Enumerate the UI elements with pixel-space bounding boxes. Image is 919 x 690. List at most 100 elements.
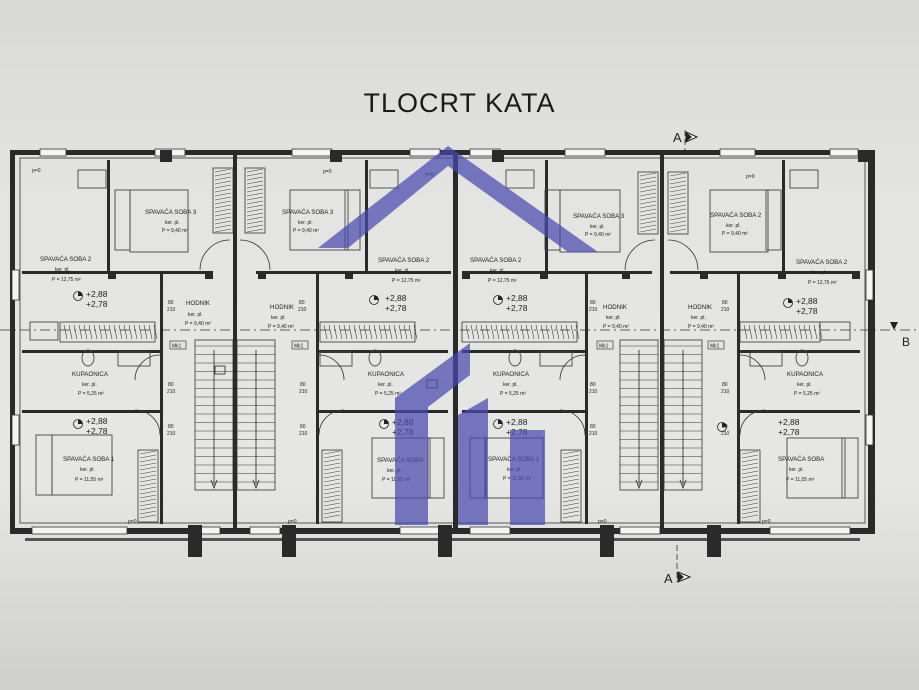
- svg-text:ker. pl.: ker. pl.: [812, 270, 827, 276]
- wardrobe-hanger: [639, 220, 657, 225]
- svg-text:A: A: [673, 130, 682, 145]
- wardrobe-hanger: [113, 324, 118, 340]
- wardrobe-hanger: [246, 180, 264, 185]
- wardrobe-hanger: [639, 208, 657, 213]
- wardrobe-hanger: [562, 462, 580, 467]
- wardrobe-hanger: [669, 208, 687, 213]
- wardrobe-hanger: [818, 324, 823, 340]
- wardrobe-hanger: [798, 324, 803, 340]
- svg-text:P = 12,75 m²: P = 12,75 m²: [488, 278, 517, 284]
- wardrobe-hanger: [323, 502, 341, 507]
- wardrobe-hanger: [753, 324, 758, 340]
- wardrobe-hanger: [639, 216, 657, 221]
- svg-text:80: 80: [722, 382, 728, 388]
- wardrobe-hanger: [669, 176, 687, 181]
- wardrobe-hanger: [808, 324, 813, 340]
- svg-text:80: 80: [722, 424, 728, 430]
- wardrobe-hanger: [323, 450, 341, 455]
- bathroom-fixtures: [81, 349, 809, 367]
- level-marker: +2,88+2,78: [783, 296, 818, 316]
- svg-text:Mk1: Mk1: [710, 344, 720, 350]
- wardrobe-hanger: [562, 482, 580, 487]
- wardrobe-hanger: [139, 514, 157, 519]
- svg-text:80: 80: [590, 300, 596, 306]
- svg-text:ker. pl.: ker. pl.: [55, 267, 70, 273]
- svg-text:ker. pl.: ker. pl.: [298, 220, 313, 226]
- wardrobe-hanger: [741, 470, 759, 475]
- wardrobe-hanger: [139, 510, 157, 515]
- wardrobe-hanger: [639, 224, 657, 229]
- room-label-kupaonica-u1: KUPAONICA: [72, 371, 109, 378]
- wardrobe-hanger: [741, 466, 759, 471]
- stair-direction-arrow: [252, 350, 260, 490]
- wardrobe-hanger: [743, 324, 748, 340]
- wardrobe-hanger: [148, 324, 153, 340]
- room-label-s1-u1: SPAVAĆA SOBA 1: [63, 456, 115, 463]
- wardrobe-hanger: [560, 324, 565, 340]
- wardrobe-hanger: [383, 324, 388, 340]
- page-title: TLOCRT KATA: [363, 88, 556, 118]
- wardrobe-hanger: [669, 204, 687, 209]
- svg-text:ker. pl.: ker. pl.: [165, 220, 180, 226]
- svg-text:+2,88: +2,88: [86, 416, 108, 426]
- wardrobe-hanger: [530, 324, 535, 340]
- stair-direction-arrow: [679, 350, 687, 490]
- svg-text:ker. pl.: ker. pl.: [271, 315, 286, 321]
- wardrobe-hanger: [214, 176, 232, 181]
- wardrobe-hanger: [338, 324, 343, 340]
- svg-text:P = 12,75 m²: P = 12,75 m²: [392, 278, 421, 284]
- wardrobe-hanger: [139, 502, 157, 507]
- wardrobe-hanger: [475, 324, 480, 340]
- svg-text:Mk1: Mk1: [294, 344, 304, 350]
- wardrobe-hanger: [139, 458, 157, 463]
- wardrobe-hanger: [139, 486, 157, 491]
- wardrobe-hanger: [323, 506, 341, 511]
- room-label-s2-u1: SPAVAĆA SOBA 2: [40, 256, 92, 263]
- room-label-hodnik-u4: HODNIK: [688, 304, 713, 311]
- wardrobe-hanger: [214, 184, 232, 189]
- wardrobe-hanger: [562, 486, 580, 491]
- wardrobe-hanger: [639, 192, 657, 197]
- wardrobe-hanger: [773, 324, 778, 340]
- svg-text:ker. pl.: ker. pl.: [490, 268, 505, 274]
- wardrobe-hanger: [763, 324, 768, 340]
- svg-text:210: 210: [298, 307, 307, 313]
- svg-text:80: 80: [168, 300, 174, 306]
- svg-text:210: 210: [299, 389, 308, 395]
- beds: [29, 169, 859, 499]
- wardrobe-hanger: [505, 324, 510, 340]
- svg-text:210: 210: [167, 389, 176, 395]
- svg-text:P = 9,40 m²: P = 9,40 m²: [162, 228, 188, 234]
- wardrobe-hanger: [343, 324, 348, 340]
- wardrobe-hanger: [139, 466, 157, 471]
- svg-text:+2,88: +2,88: [796, 296, 818, 306]
- svg-text:p=0: p=0: [323, 169, 332, 175]
- svg-text:P = 12,75 m²: P = 12,75 m²: [52, 277, 81, 283]
- wardrobe-hanger: [323, 510, 341, 515]
- svg-text:80: 80: [722, 300, 728, 306]
- svg-text:p=0: p=0: [598, 519, 607, 525]
- wardrobe-hanger: [323, 470, 341, 475]
- wardrobe-hanger: [562, 458, 580, 463]
- wardrobe-hanger: [639, 176, 657, 181]
- svg-text:P = 9,40 m²: P = 9,40 m²: [722, 231, 748, 237]
- wardrobe-hanger: [639, 200, 657, 205]
- wardrobe-hanger: [562, 506, 580, 511]
- wardrobe-hanger: [639, 184, 657, 189]
- wardrobe-hanger: [562, 490, 580, 495]
- wardrobe-hanger: [214, 200, 232, 205]
- svg-text:P = 5,25 m²: P = 5,25 m²: [794, 391, 820, 397]
- wardrobe-hanger: [741, 478, 759, 483]
- wardrobe-hanger: [139, 450, 157, 455]
- svg-text:80: 80: [590, 382, 596, 388]
- wardrobe-hanger: [378, 324, 383, 340]
- wardrobe-hanger: [323, 462, 341, 467]
- wardrobe-hanger: [500, 324, 505, 340]
- wardrobe-hanger: [133, 324, 138, 340]
- svg-text:+2,88: +2,88: [86, 289, 108, 299]
- wardrobe-hanger: [214, 220, 232, 225]
- svg-text:P = 5,25 m²: P = 5,25 m²: [78, 391, 104, 397]
- wardrobe-hanger: [214, 192, 232, 197]
- section-marker-a-bottom: A: [664, 545, 692, 586]
